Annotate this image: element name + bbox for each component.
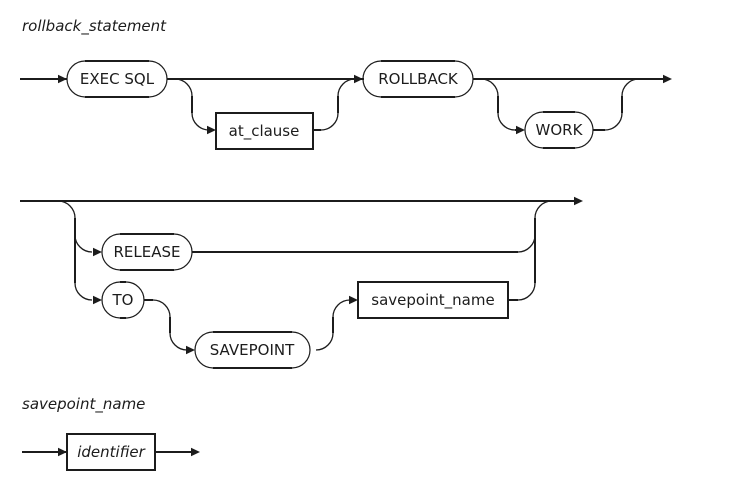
node-savepoint-name: savepoint_name: [357, 281, 509, 319]
nonterminal-at-clause: at_clause: [229, 122, 300, 141]
box-outline: [66, 433, 156, 471]
branch-curves: [57, 78, 640, 351]
pill-cap: [66, 60, 168, 98]
pill-cap: [524, 111, 594, 149]
pill-outline: [120, 233, 174, 271]
keyword-rollback: ROLLBACK: [378, 70, 459, 88]
arrowhead-icon: [58, 74, 67, 84]
pill-outline: [120, 281, 126, 319]
node-to: TO: [101, 281, 145, 319]
pill-outline: [543, 111, 575, 149]
rail-curves: [57, 78, 640, 351]
arrowhead-icon: [191, 447, 200, 457]
node-release: RELEASE: [101, 233, 193, 271]
rule-title-rollback-statement: rollback_statement: [22, 17, 167, 36]
keyword-work: WORK: [536, 121, 584, 139]
pill-outline: [85, 60, 149, 98]
arrowhead-icon: [516, 125, 525, 135]
arrowhead-icon: [663, 74, 672, 84]
arrowhead-icon: [574, 196, 583, 206]
pill-cap: [194, 331, 311, 369]
rail-row2: [20, 200, 578, 333]
pill-cap: [101, 233, 193, 271]
node-identifier: identifier: [66, 433, 156, 471]
keyword-exec-sql: EXEC SQL: [80, 70, 155, 88]
nonterminal-savepoint-name: savepoint_name: [371, 291, 494, 310]
node-savepoint: SAVEPOINT: [194, 331, 311, 369]
nonterminal-identifier: identifier: [77, 443, 145, 461]
rule-title-savepoint-name: savepoint_name: [22, 395, 145, 414]
node-work: WORK: [524, 111, 594, 149]
pill-cap: [101, 281, 145, 319]
box-outline: [357, 281, 509, 319]
keyword-release: RELEASE: [114, 243, 181, 261]
keyword-savepoint: SAVEPOINT: [210, 341, 295, 359]
arrowhead-icon: [207, 125, 216, 135]
arrowhead-icon: [93, 295, 102, 305]
arrowhead-icon: [93, 247, 102, 257]
arrowhead-icon: [58, 447, 67, 457]
rail-lines: [20, 78, 666, 453]
pill-outline: [381, 60, 455, 98]
arrowhead-icon: [354, 74, 363, 84]
arrowhead-icon: [186, 345, 195, 355]
node-exec-sql: EXEC SQL: [66, 60, 168, 98]
arrowhead-icon: [349, 295, 358, 305]
node-at-clause: at_clause: [215, 112, 314, 150]
pill-outline: [213, 331, 292, 369]
arrowheads: [58, 74, 672, 457]
pill-cap: [362, 60, 474, 98]
node-rollback: ROLLBACK: [362, 60, 474, 98]
box-outline: [215, 112, 314, 150]
keyword-to: TO: [112, 291, 134, 309]
